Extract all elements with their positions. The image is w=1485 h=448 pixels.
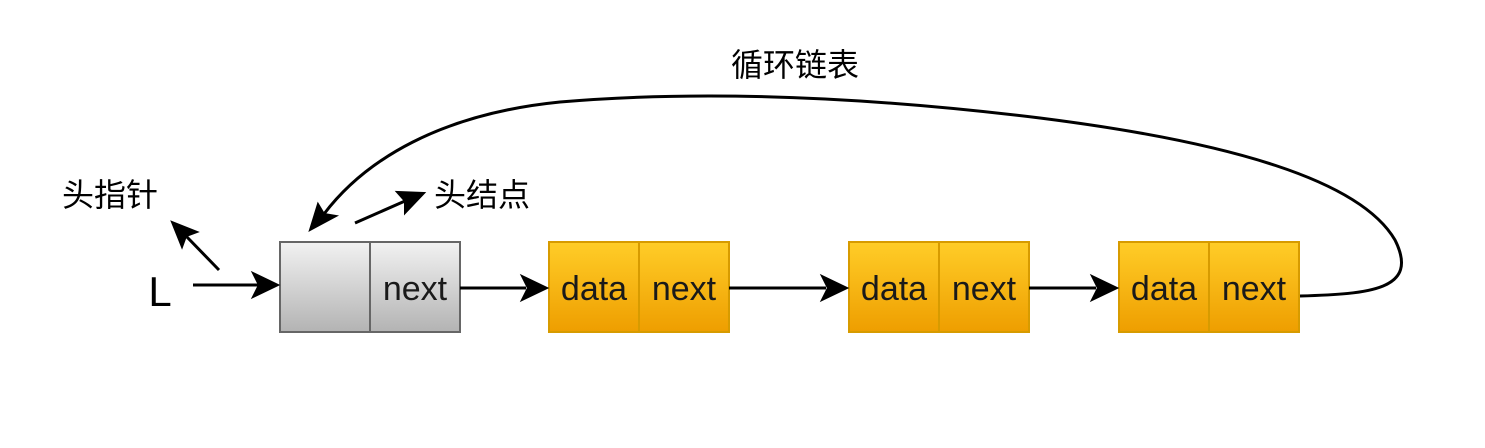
arrow-to-head-node-label <box>354 190 427 225</box>
node-2-data-text: data <box>861 270 927 308</box>
list-node-1: data next <box>548 241 730 333</box>
head-node: next <box>279 241 461 333</box>
arrowhead-to-head-node-label <box>394 190 427 216</box>
arrowhead-node-2-to-node-3 <box>1089 273 1120 303</box>
node-1-next-text: next <box>652 270 717 308</box>
node-3-next-text: next <box>1222 270 1287 308</box>
arrow-to-head-pointer-label <box>170 220 221 272</box>
node-3-data-cell <box>1118 241 1210 333</box>
arrow-node-1-to-node-2 <box>729 273 850 303</box>
arrowhead-to-head-pointer-label <box>170 220 200 250</box>
node-3-data-text: data <box>1131 270 1197 308</box>
head-node-data-cell <box>279 241 371 333</box>
head-node-next-text: next <box>383 270 448 308</box>
node-1-data-cell <box>548 241 640 333</box>
arrowhead-node-1-to-node-2 <box>819 273 850 303</box>
arrowhead-circular-back <box>308 201 340 233</box>
arrowhead-head-to-node-1 <box>519 273 550 303</box>
node-1-next-cell <box>638 241 730 333</box>
node-2-next-text: next <box>952 270 1017 308</box>
node-2-next-cell <box>938 241 1030 333</box>
diagram-title: 循环链表 <box>731 46 859 84</box>
circular-back-arrow <box>308 94 1403 298</box>
node-1-data-text: data <box>561 270 627 308</box>
list-node-2: data next <box>848 241 1030 333</box>
arrow-head-to-node-1 <box>460 273 550 303</box>
node-3-next-cell <box>1208 241 1300 333</box>
arrow-l-to-head <box>193 270 281 300</box>
list-node-3: data next <box>1118 241 1300 333</box>
head-pointer-label: 头指针 <box>62 176 158 214</box>
head-node-label: 头结点 <box>434 176 530 214</box>
head-node-next-cell <box>369 241 461 333</box>
arrow-node-2-to-node-3 <box>1029 273 1120 303</box>
pointer-variable-label: L <box>148 268 171 315</box>
arrowhead-l-to-head <box>250 270 281 300</box>
